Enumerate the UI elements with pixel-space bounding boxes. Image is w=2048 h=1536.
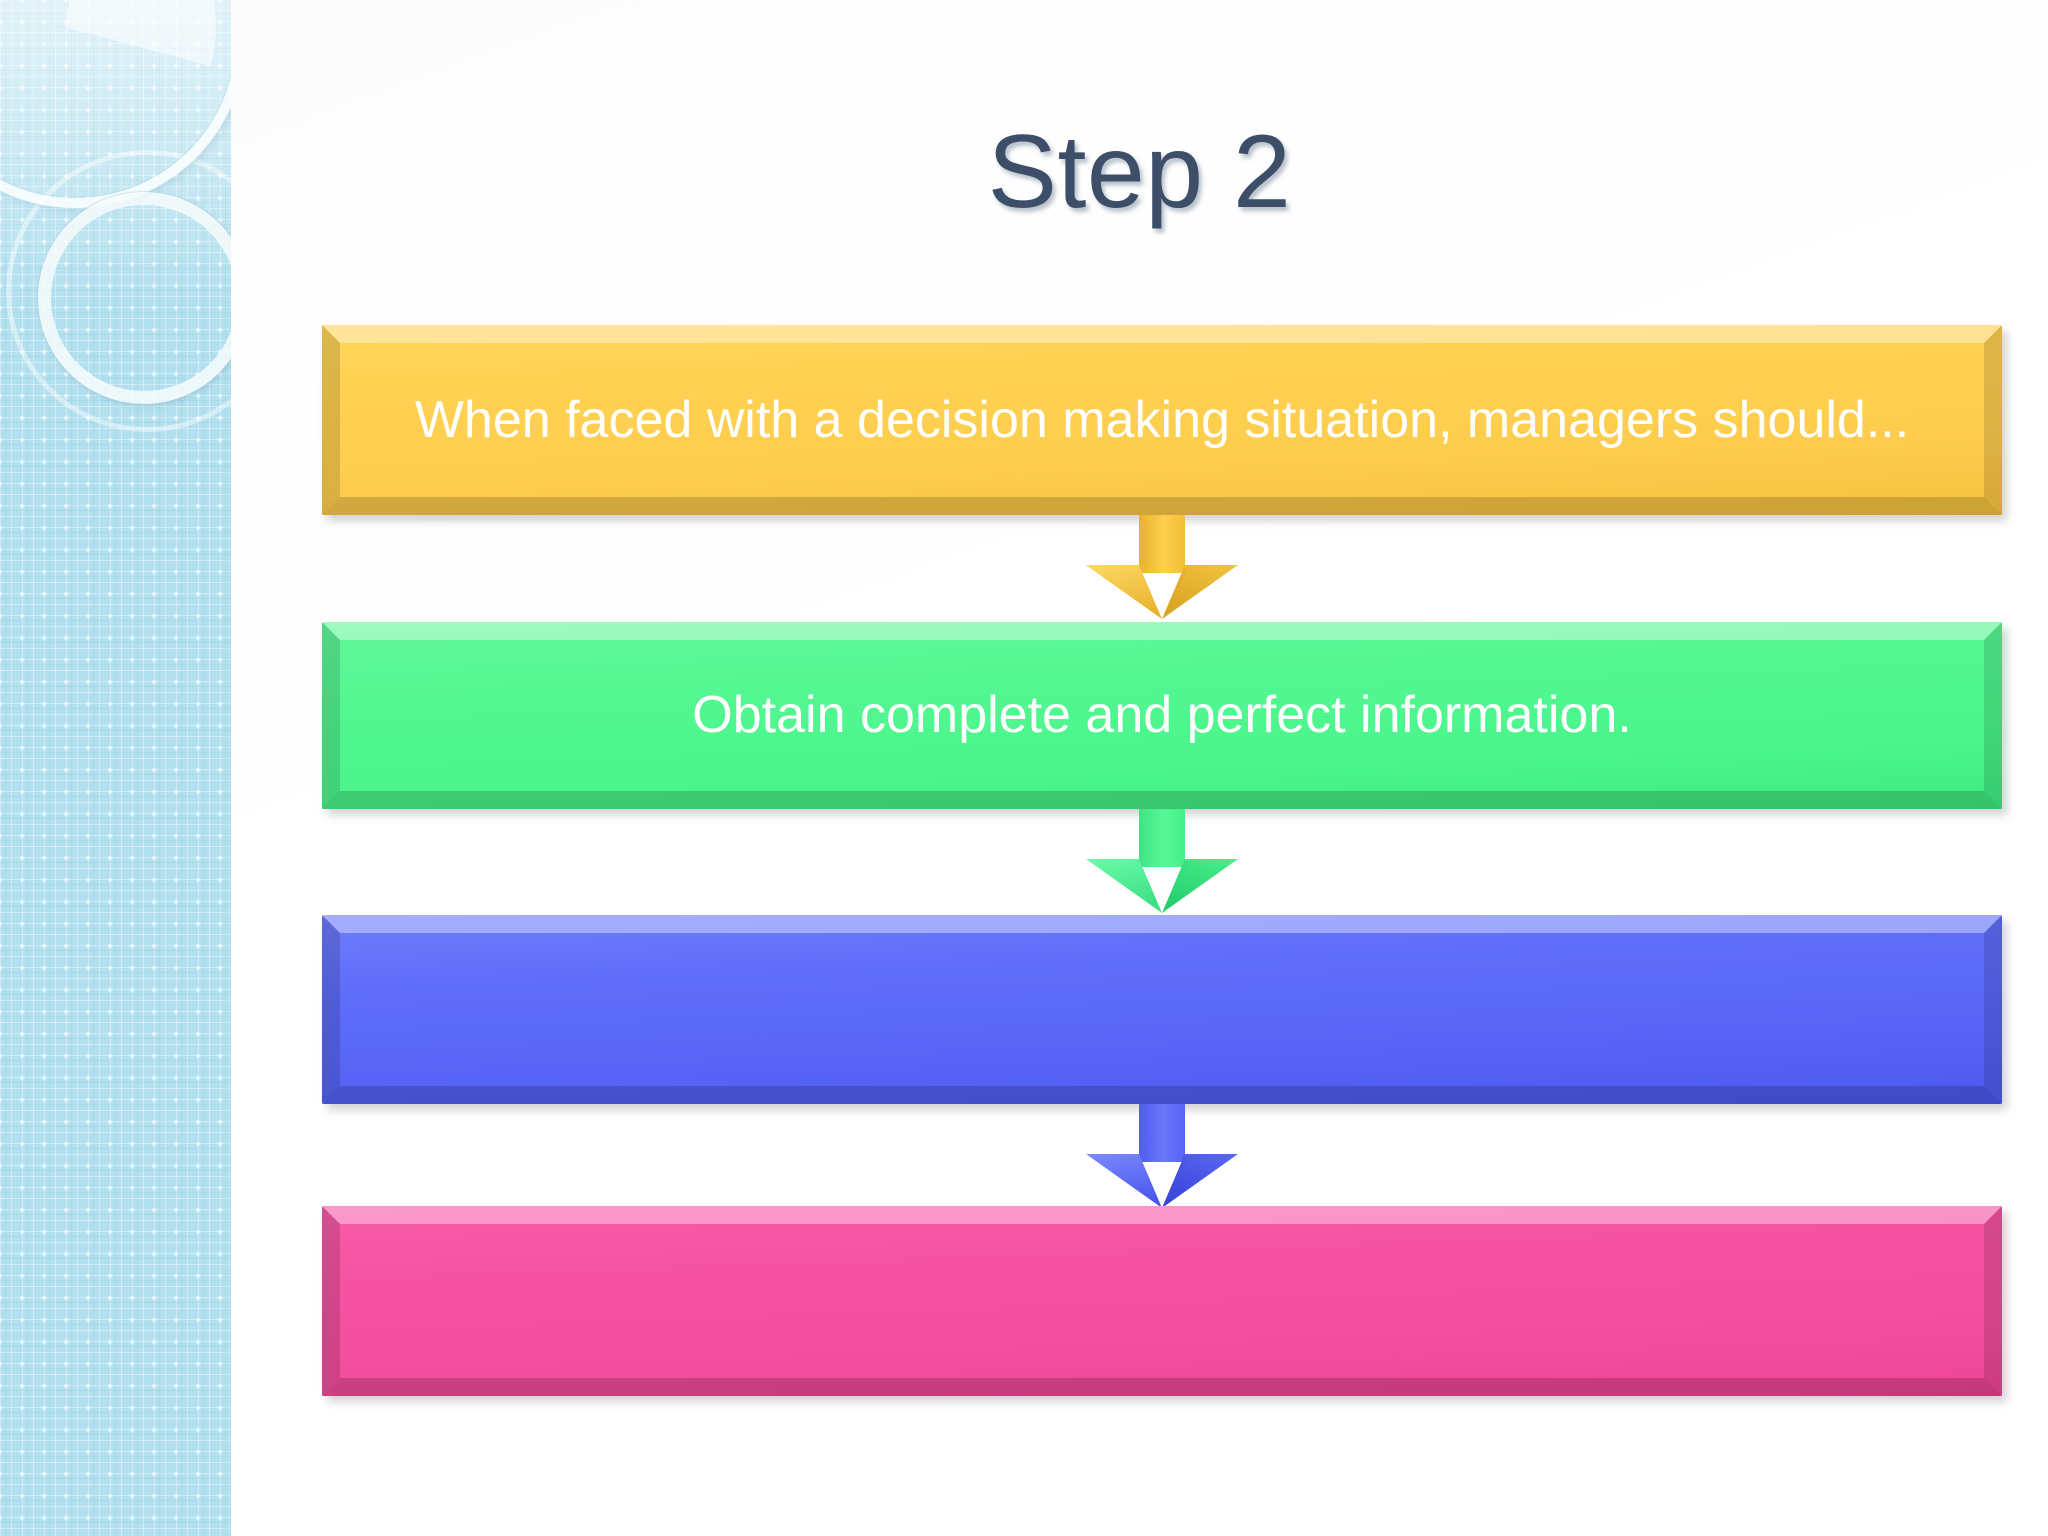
down-arrow-icon-2: [1086, 809, 1238, 922]
flow-box-prompt-label: When faced with a decision making situat…: [414, 390, 1910, 449]
decorative-sidebar: [0, 0, 231, 1536]
flow-box-prompt[interactable]: When faced with a decision making situat…: [322, 325, 2002, 515]
flow-box-blank-pink[interactable]: [322, 1206, 2002, 1396]
down-arrow-icon-3: [1086, 1104, 1238, 1217]
down-arrow-icon-1: [1086, 515, 1238, 628]
flow-step-3: [322, 915, 2002, 1208]
flow-chart: When faced with a decision making situat…: [322, 325, 2002, 1397]
flow-box-blank-blue[interactable]: [322, 915, 2002, 1104]
page-title: Step 2: [987, 114, 1292, 230]
flow-box-obtain-information[interactable]: Obtain complete and perfect information.: [322, 622, 2002, 809]
flow-step-1: When faced with a decision making situat…: [322, 325, 2002, 619]
flow-box-obtain-information-label: Obtain complete and perfect information.: [692, 686, 1632, 745]
flow-step-2: Obtain complete and perfect information.: [322, 622, 2002, 913]
flow-step-4: [322, 1206, 2002, 1396]
